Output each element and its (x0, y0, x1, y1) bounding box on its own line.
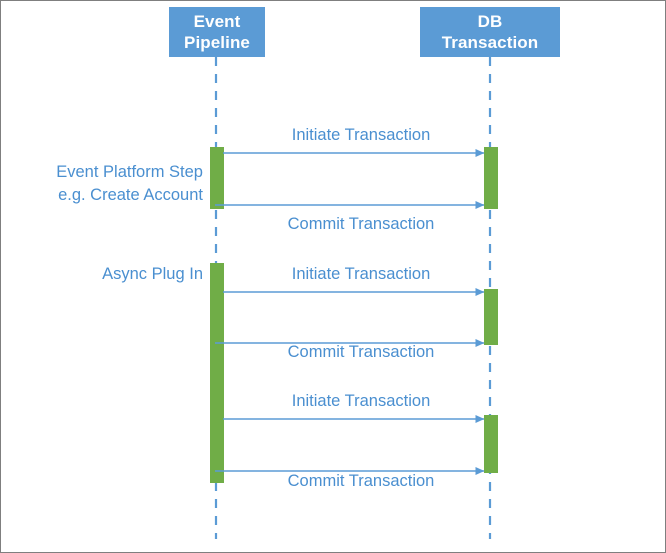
participant-db-transaction-label: DB Transaction (441, 12, 539, 52)
message-label-5: Initiate Transaction (291, 392, 431, 410)
activation-pipeline-2 (210, 263, 224, 483)
message-label-2: Commit Transaction (287, 215, 435, 233)
activation-db-2 (484, 289, 498, 345)
message-label-4: Commit Transaction (287, 343, 435, 361)
side-label-event-platform-step: Event Platform Step e.g. Create Account (56, 163, 203, 204)
activation-db-3 (484, 415, 498, 473)
side-label-async-plug-in: Async Plug In (102, 265, 203, 283)
message-label-6: Commit Transaction (287, 472, 435, 490)
participant-event-pipeline-label: Event Pipeline (184, 12, 250, 52)
participant-event-pipeline[interactable]: Event Pipeline (169, 7, 265, 57)
activation-pipeline-1 (210, 147, 224, 209)
message-arrows (215, 149, 485, 475)
message-label-1: Initiate Transaction (291, 126, 431, 144)
participant-db-transaction[interactable]: DB Transaction (420, 7, 560, 57)
activation-db-1 (484, 147, 498, 209)
message-label-3: Initiate Transaction (291, 265, 431, 283)
activation-bars (210, 147, 498, 483)
